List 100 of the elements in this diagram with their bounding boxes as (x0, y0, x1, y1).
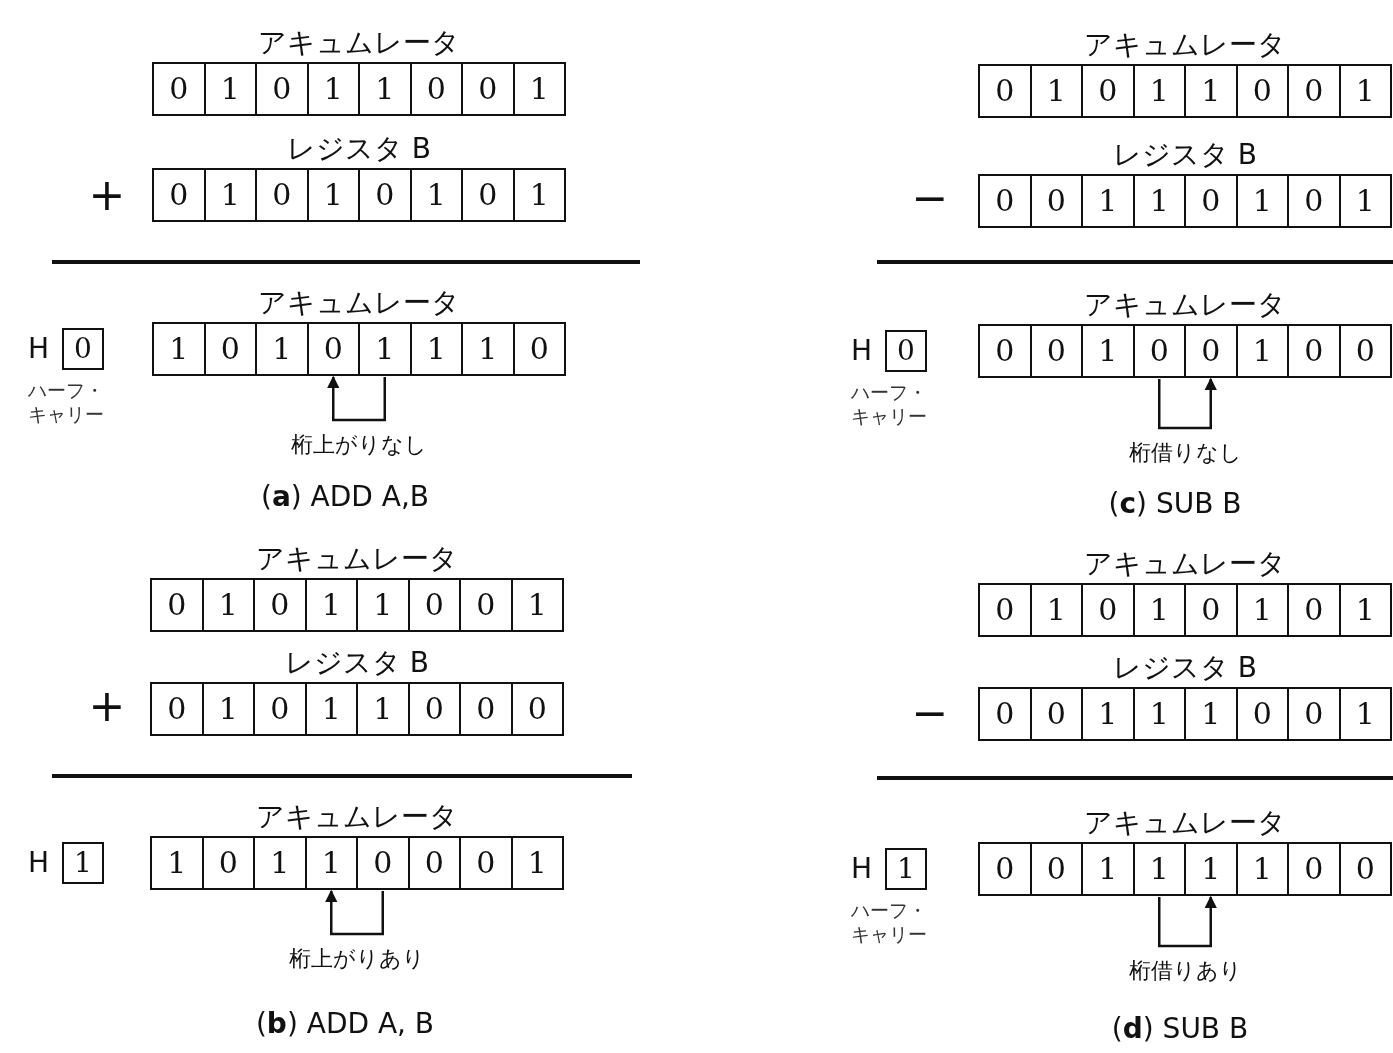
register-label: アキュムレータ (1083, 288, 1287, 322)
bit-cell: 1 (203, 168, 257, 222)
bit-cell: 0 (1235, 64, 1289, 118)
bit-cell: 0 (152, 62, 206, 116)
bit-cell: 0 (255, 62, 309, 116)
operator-sign: − (911, 691, 949, 735)
bit-cell: 0 (1287, 687, 1341, 741)
operator-sign: + (88, 684, 126, 728)
bit-cell: 0 (152, 168, 206, 222)
bit-cell: 1 (1132, 583, 1186, 637)
register-label: レジスタ B (1111, 651, 1259, 685)
bit-cell: 0 (978, 842, 1032, 896)
register-label: アキュムレータ (1083, 806, 1287, 840)
bit-cell: 1 (1132, 64, 1186, 118)
bit-cell: 0 (407, 836, 461, 890)
flag-name: H (28, 847, 50, 879)
register-label: レジスタ B (1111, 138, 1259, 172)
bit-cell: 0 (1184, 174, 1238, 228)
bit-cell: 1 (203, 62, 257, 116)
bit-cell: 0 (1235, 687, 1289, 741)
bit-cell: 0 (459, 836, 513, 890)
bit-cell: 1 (201, 682, 255, 736)
bit-cell: 0 (356, 836, 410, 890)
flag-box: 1 (885, 848, 927, 890)
flag-caption: ハーフ・キャリー (850, 898, 928, 946)
flag-box: 0 (885, 330, 927, 372)
bit-cell: 1 (356, 682, 410, 736)
bit-cell: 1 (1132, 842, 1186, 896)
bit-cell: 0 (150, 578, 204, 632)
bit-cell: 0 (1029, 687, 1083, 741)
bit-cell: 1 (1235, 324, 1289, 378)
register-label: アキュムレータ (255, 800, 459, 834)
bit-cell: 0 (978, 324, 1032, 378)
operator-sign: + (88, 173, 126, 217)
bit-cell: 1 (1081, 324, 1135, 378)
register-label: レジスタ B (283, 646, 431, 680)
bit-cell: 1 (1235, 174, 1289, 228)
bit-cell: 0 (1132, 324, 1186, 378)
bit-cell: 0 (512, 322, 566, 376)
bit-cell: 0 (253, 578, 307, 632)
bit-cell: 1 (304, 682, 358, 736)
caption: (d) SUB B (1111, 1012, 1249, 1045)
bit-cell: 1 (1338, 583, 1392, 637)
bit-cell: 1 (152, 322, 206, 376)
bit-cell: 1 (461, 322, 515, 376)
carry-arrow (1158, 895, 1217, 948)
bit-cell: 1 (358, 322, 412, 376)
bit-cell: 1 (510, 836, 564, 890)
bit-cell: 0 (306, 322, 360, 376)
bit-cell: 1 (358, 62, 412, 116)
bit-cell: 0 (407, 682, 461, 736)
register-label: アキュムレータ (257, 286, 461, 320)
bit-cell: 0 (409, 62, 463, 116)
bit-cell: 1 (1132, 687, 1186, 741)
bit-cell: 1 (356, 578, 410, 632)
bit-cell: 1 (409, 168, 463, 222)
flag-name: H (851, 853, 873, 885)
bit-cell: 0 (1029, 324, 1083, 378)
bit-cell: 0 (459, 578, 513, 632)
caption: (b) ADD A, B (255, 1007, 435, 1040)
bit-cell: 0 (1029, 174, 1083, 228)
bit-cell: 0 (1184, 583, 1238, 637)
register-label: アキュムレータ (255, 542, 459, 576)
operator-sign: − (911, 176, 949, 220)
bit-cell: 1 (1184, 64, 1238, 118)
bit-cell: 1 (1338, 64, 1392, 118)
bit-cell: 1 (1081, 174, 1135, 228)
bit-cell: 1 (512, 168, 566, 222)
flag-name: H (28, 333, 50, 365)
bit-cell: 1 (304, 836, 358, 890)
bit-cell: 0 (1081, 583, 1135, 637)
bit-cell: 0 (1287, 842, 1341, 896)
flag-box: 0 (62, 328, 104, 370)
bit-cell: 1 (1081, 842, 1135, 896)
bit-cell: 0 (1184, 324, 1238, 378)
register-label: アキュムレータ (1083, 28, 1287, 62)
bit-cell: 1 (1132, 174, 1186, 228)
register-label: レジスタ B (285, 132, 433, 166)
bit-cell: 1 (1235, 583, 1289, 637)
bit-cell: 1 (409, 322, 463, 376)
bit-cell: 0 (255, 168, 309, 222)
bit-cell: 0 (150, 682, 204, 736)
bit-cell: 1 (1081, 687, 1135, 741)
flag-name: H (851, 335, 873, 367)
bit-cell: 0 (1287, 324, 1341, 378)
bit-cell: 0 (461, 168, 515, 222)
bit-cell: 1 (1029, 64, 1083, 118)
bit-cell: 0 (1338, 842, 1392, 896)
bit-cell: 0 (1081, 64, 1135, 118)
bit-cell: 0 (978, 174, 1032, 228)
flag-caption: ハーフ・キャリー (27, 378, 105, 426)
bit-cell: 1 (1338, 687, 1392, 741)
flag-box: 1 (62, 842, 104, 884)
bit-cell: 1 (255, 322, 309, 376)
carry-arrow (327, 375, 386, 422)
bit-cell: 0 (978, 583, 1032, 637)
bit-cell: 0 (201, 836, 255, 890)
bit-cell: 0 (978, 687, 1032, 741)
bit-cell: 0 (510, 682, 564, 736)
bit-cell: 0 (1287, 174, 1341, 228)
